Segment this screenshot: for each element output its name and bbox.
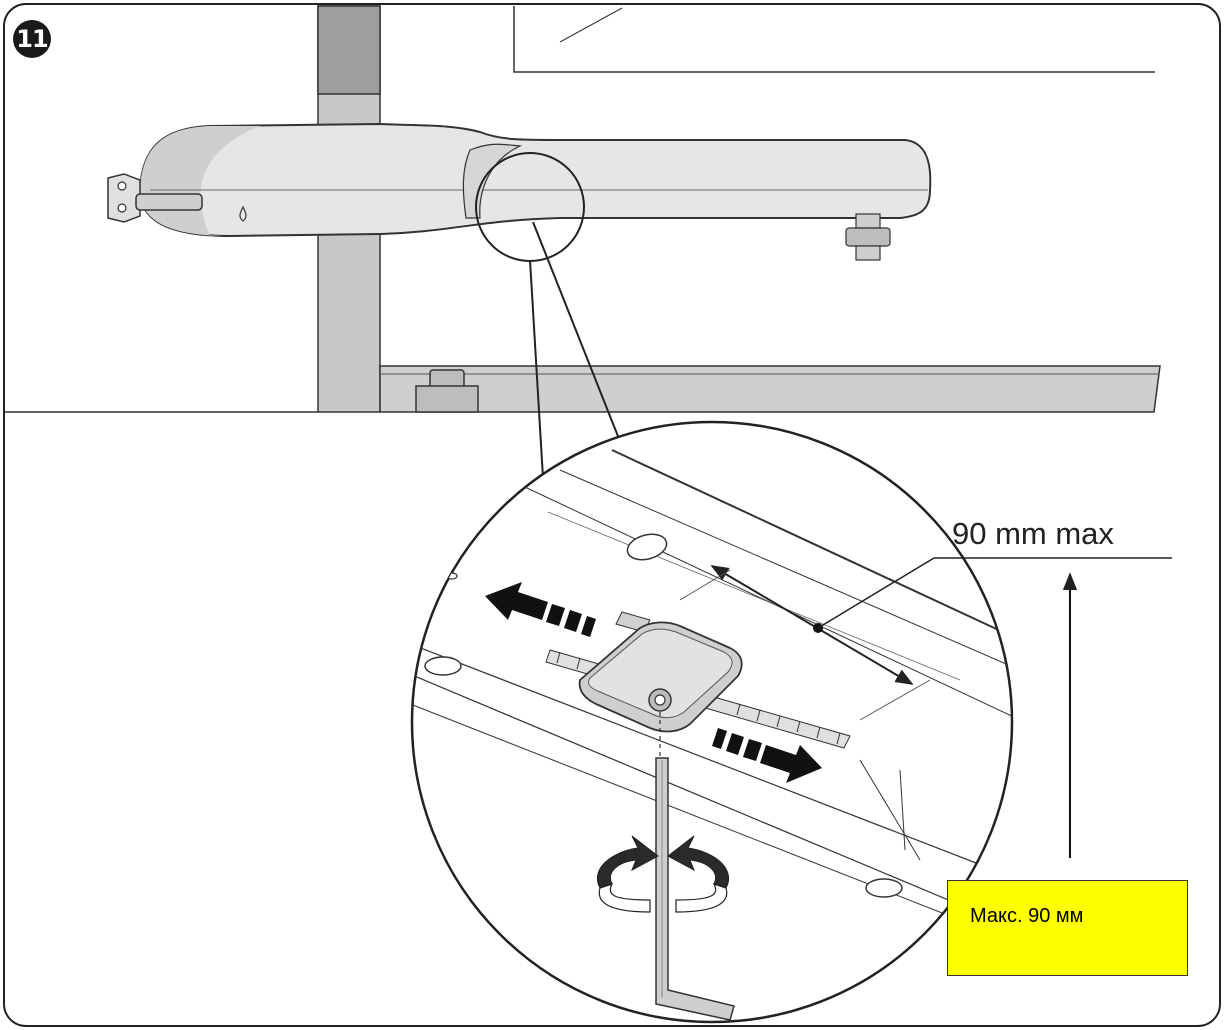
adjust-screw-socket (654, 694, 666, 706)
rotate-ccw-icon (597, 835, 659, 889)
pivot-block-base (415, 385, 479, 413)
dimension-extension (679, 569, 731, 601)
step-number-badge: 11 (13, 20, 51, 58)
bracket-pin (135, 193, 203, 211)
detail-view (412, 449, 1012, 1021)
operator-arm (138, 122, 932, 238)
gate-leaf (379, 365, 1161, 413)
detail-line (899, 769, 906, 851)
gate-post-highlight (317, 5, 381, 95)
callout-line-right (532, 221, 626, 455)
bracket-hole-bottom (117, 203, 127, 213)
rotate-cw-base (675, 882, 728, 913)
operator-joint (462, 143, 523, 219)
label-leader (817, 557, 935, 629)
detail-circle (410, 420, 1014, 1024)
hex-key (655, 757, 735, 1021)
callout-line-left (529, 259, 544, 479)
dimension-extension (859, 679, 931, 721)
arm-bolt-base (855, 245, 881, 261)
detail-hole (626, 533, 668, 561)
detail-line (611, 449, 1012, 641)
arm-bolt-top (855, 213, 881, 229)
detail-line (412, 699, 961, 921)
detail-line (859, 759, 921, 861)
detail-hole (424, 656, 462, 676)
dimension-label: 90 mm max (952, 516, 1114, 551)
rotate-cw-icon (667, 835, 729, 889)
arm-bolt-nut (845, 227, 891, 247)
rotate-ccw-base (598, 882, 651, 913)
wall-bracket (107, 173, 141, 223)
wall-hatch-line (559, 7, 623, 43)
wall-outline (513, 6, 1155, 73)
detail-line (412, 669, 1012, 931)
slide-right-arrow (712, 728, 822, 783)
detail-hole (865, 878, 903, 898)
detail-line (412, 639, 1012, 881)
slide-left-arrow (485, 582, 596, 637)
drop-icon (239, 205, 247, 222)
translation-note: Макс. 90 мм (947, 880, 1188, 976)
bracket-hole-top (117, 181, 127, 191)
dimension-arrow (710, 565, 914, 685)
